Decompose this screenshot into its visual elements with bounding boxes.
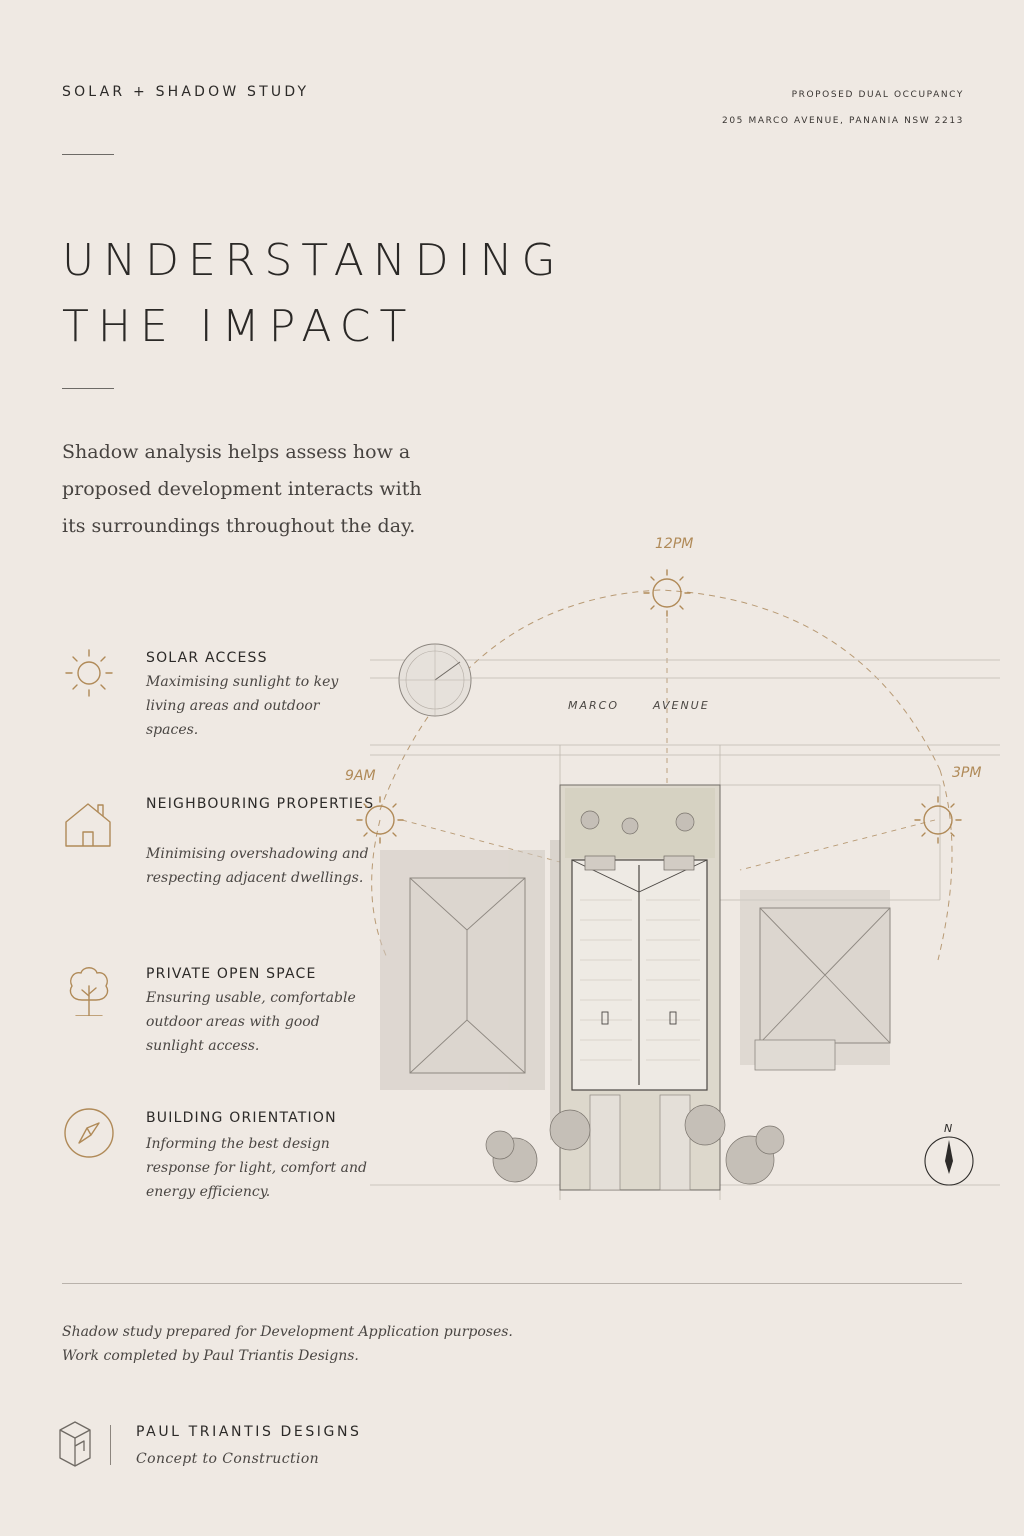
- sun-icon-noon: [643, 569, 691, 617]
- title-line-1: UNDERSTANDING: [62, 235, 565, 286]
- right-neighbour-house: [754, 907, 891, 1071]
- feature-title: NEIGHBOURING PROPERTIES: [146, 796, 375, 812]
- proposed-dwelling: [571, 855, 708, 1091]
- tree-icon: [69, 967, 109, 1016]
- brand-tagline: Concept to Construction: [136, 1451, 320, 1467]
- page-title: UNDERSTANDING THE IMPACT: [62, 228, 565, 360]
- feature-title: PRIVATE OPEN SPACE: [146, 966, 317, 982]
- time-label-afternoon: 3PM: [952, 765, 981, 781]
- project-info: PROPOSED DUAL OCCUPANCY 205 MARCO AVENUE…: [722, 82, 964, 134]
- site-plan-diagram: 12PM 9AM 3PM MARCO AVENUE N: [345, 536, 1000, 1200]
- feature-title: SOLAR ACCESS: [146, 650, 268, 666]
- feature-description: Minimising overshadowing and respecting …: [146, 846, 369, 886]
- north-arrow-icon: [924, 1136, 974, 1186]
- footer-note-line-2: Work completed by Paul Triantis Designs.: [62, 1348, 359, 1364]
- feature-description: Maximising sunlight to key living areas …: [146, 674, 339, 738]
- study-kicker: SOLAR + SHADOW STUDY: [62, 84, 310, 100]
- footer-note: Shadow study prepared for Development Ap…: [62, 1320, 513, 1368]
- landscape-trees: [485, 810, 785, 1185]
- feature-title: BUILDING ORIENTATION: [146, 1110, 337, 1126]
- sun-icon-afternoon: [914, 796, 962, 844]
- brand-name: PAUL TRIANTIS DESIGNS: [136, 1424, 362, 1440]
- time-label-morning: 9AM: [345, 768, 376, 784]
- intro-text: Shadow analysis helps assess how a propo…: [62, 441, 422, 537]
- divider: [62, 388, 114, 389]
- brand-logo-icon: [59, 1421, 91, 1467]
- sundial-icon: [398, 643, 472, 717]
- title-line-2: THE IMPACT: [62, 301, 416, 352]
- left-neighbour-house: [409, 877, 526, 1074]
- sun-icon-morning: [356, 796, 404, 844]
- divider: [62, 154, 114, 155]
- footer-divider: [62, 1283, 962, 1284]
- project-type: PROPOSED DUAL OCCUPANCY: [791, 90, 964, 100]
- street-label-marco: MARCO: [568, 699, 619, 712]
- sun-icon: [65, 649, 113, 697]
- brand-divider: [110, 1425, 111, 1465]
- compass-icon: [64, 1108, 114, 1158]
- feature-description: Ensuring usable, comfortable outdoor are…: [146, 990, 356, 1054]
- street-label-avenue: AVENUE: [652, 699, 710, 712]
- footer-note-line-1: Shadow study prepared for Development Ap…: [62, 1324, 513, 1340]
- project-address: 205 MARCO AVENUE, PANANIA NSW 2213: [722, 116, 964, 126]
- time-label-noon: 12PM: [655, 536, 693, 552]
- north-label: N: [944, 1122, 952, 1135]
- feature-description: Informing the best design response for l…: [146, 1136, 367, 1200]
- house-icon: [65, 803, 111, 847]
